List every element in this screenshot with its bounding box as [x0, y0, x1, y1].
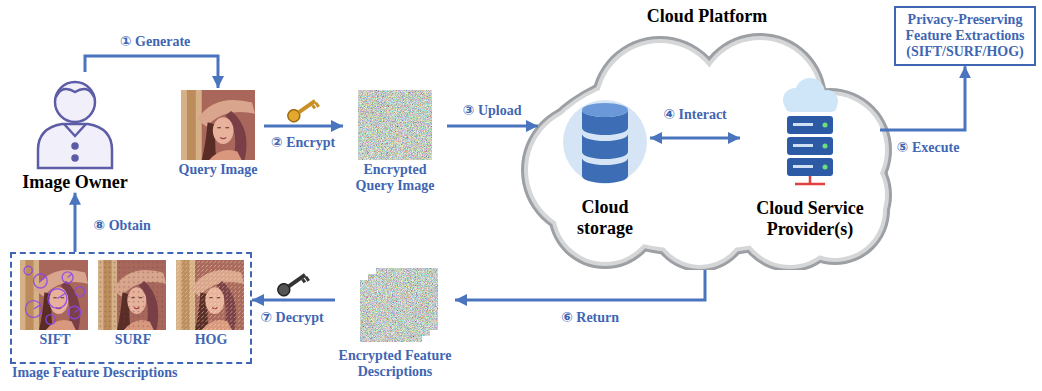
person-icon	[38, 82, 112, 168]
step-label: ⑦ Decrypt	[260, 310, 324, 326]
person-icon	[73, 156, 78, 161]
flow-arrow	[74, 193, 77, 252]
server-icon	[793, 144, 813, 147]
database-icon	[582, 158, 628, 183]
encrypted-stack-picture	[360, 280, 422, 342]
key-icon	[288, 273, 307, 288]
sift-picture	[34, 274, 80, 313]
surf-picture	[98, 260, 166, 330]
sift-picture	[20, 260, 88, 330]
cloud-outline	[521, 33, 892, 270]
sift-picture	[46, 315, 56, 325]
flow-arrow	[455, 270, 705, 300]
flow-arrow	[264, 125, 343, 128]
cloud-outline	[524, 36, 889, 269]
server-icon	[787, 116, 833, 134]
cloud-outline	[528, 40, 885, 265]
flow-arrow	[650, 137, 740, 140]
flow-arrow	[85, 56, 218, 88]
server-icon	[783, 78, 838, 184]
person-icon	[73, 144, 78, 149]
node-label: Query Image	[172, 162, 264, 178]
server-icon	[785, 98, 837, 112]
key-icon	[301, 278, 306, 283]
node-label: SIFT	[18, 332, 92, 348]
person-icon	[64, 124, 86, 136]
flow-arrow	[880, 66, 965, 130]
step-label: ⑤ Execute	[897, 140, 960, 156]
person-icon	[55, 82, 95, 122]
server-icon	[823, 165, 828, 170]
step-label: ① Generate	[120, 34, 191, 50]
step-label: ③ Upload	[463, 103, 522, 119]
process-box: Privacy-Preserving Feature Extractions (…	[894, 6, 1036, 66]
node-label: Cloud storage	[560, 197, 650, 238]
key-icon	[275, 269, 309, 299]
query-image-picture	[181, 90, 255, 160]
key-icon	[311, 104, 316, 109]
server-icon	[787, 137, 833, 155]
flow-arrow	[252, 299, 335, 302]
step-label: ② Encrypt	[271, 135, 335, 151]
sift-picture	[25, 301, 41, 318]
key-icon	[315, 102, 320, 108]
node-label: SURF	[96, 332, 170, 348]
node-label: Encrypted Feature Descriptions	[335, 348, 455, 380]
node-label: Image Feature Descriptions	[12, 365, 177, 381]
database-icon	[582, 103, 628, 117]
person-icon	[38, 124, 112, 168]
key-icon	[298, 99, 317, 114]
person-icon	[56, 89, 94, 97]
cloud-outline	[521, 33, 892, 270]
surf-picture	[98, 260, 166, 330]
node-label: Cloud Service Provider(s)	[740, 198, 880, 239]
node-label: Encrypted Query Image	[343, 162, 447, 194]
node-label: Privacy-Preserving Feature Extractions (…	[902, 12, 1028, 60]
cloud-outline	[700, 40, 820, 160]
cloud-outline	[555, 162, 655, 262]
server-icon	[793, 165, 813, 168]
encrypted-image-picture	[358, 90, 432, 160]
hog-picture	[176, 260, 244, 330]
sift-picture	[24, 266, 32, 274]
surf-picture	[98, 260, 166, 330]
hog-picture	[176, 260, 244, 330]
flow-arrow	[447, 125, 538, 128]
step-label: ④ Interact	[663, 107, 727, 123]
server-icon	[787, 158, 833, 176]
database-icon	[563, 100, 647, 184]
server-icon	[823, 144, 828, 149]
step-label: ⑧ Obtain	[93, 218, 150, 234]
sift-picture	[75, 287, 85, 297]
server-icon	[793, 123, 813, 126]
hog-picture	[176, 260, 244, 330]
key-icon	[285, 95, 319, 125]
node-label: Image Owner	[10, 172, 140, 193]
cloud-outline	[655, 175, 745, 265]
query-image-picture	[181, 90, 255, 160]
encrypted-image-picture	[358, 90, 432, 160]
server-icon	[823, 123, 828, 128]
key-icon	[305, 276, 310, 282]
encrypted-stack-picture	[360, 268, 438, 342]
sift-picture	[68, 306, 80, 319]
sift-picture	[24, 266, 85, 324]
hog-picture	[176, 260, 244, 330]
database-icon	[582, 134, 628, 159]
node-label: Cloud Platform	[520, 6, 894, 27]
database-icon	[563, 100, 647, 184]
surf-picture	[98, 260, 166, 330]
node-label: HOG	[174, 332, 248, 348]
sift-picture	[24, 266, 85, 324]
step-label: ⑥ Return	[561, 310, 619, 326]
sift-picture	[20, 260, 88, 330]
